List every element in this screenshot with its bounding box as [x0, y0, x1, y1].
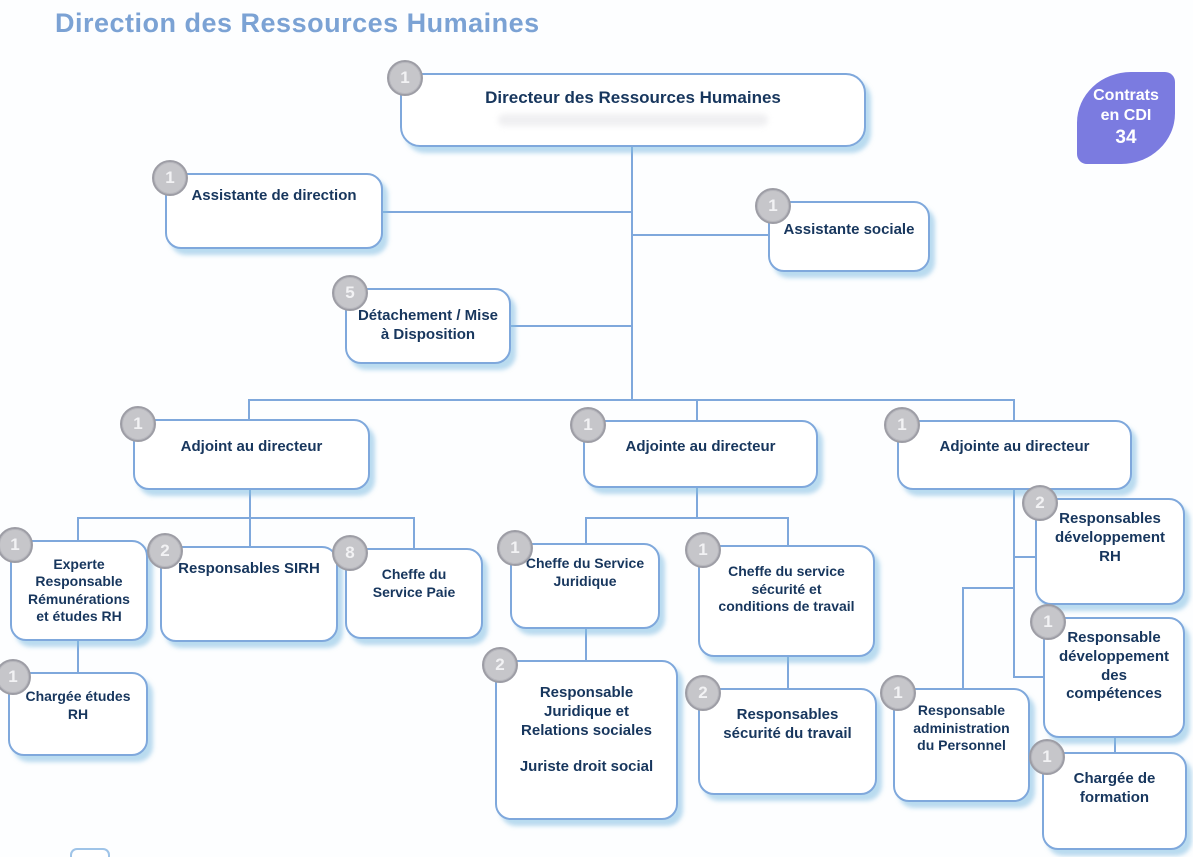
node-label-detachement: Détachement / Mise à Disposition [357, 307, 499, 343]
headcount-badge-detachement: 5 [332, 275, 368, 311]
node-label-assistante-sociale: Assistante sociale [783, 221, 915, 238]
node-label-adjoint-1: Adjoint au directeur [180, 438, 323, 455]
connector-stub-juridique [585, 517, 587, 543]
node-label-dev-rh: Responsables développement RH [1054, 510, 1166, 565]
node-label-paie: Cheffe du Service Paie [372, 566, 456, 600]
connector-left-rail [77, 517, 415, 519]
headcount-badge-dev-competences: 1 [1030, 604, 1066, 640]
connector-branch-admin-h [962, 587, 1015, 589]
node-cheffe-securite: 1 Cheffe du service sécurité et conditio… [685, 532, 875, 657]
connector-stub-sirh [249, 517, 251, 546]
node-directeur: 1 Directeur des Ressources Humaines [387, 60, 866, 147]
connector-securite-drop [787, 657, 789, 688]
node-label-resp-juridique: Responsable Juridique et Relations socia… [521, 684, 652, 739]
connector-trunk [631, 147, 633, 400]
node-adjoint-2: 1 Adjointe au directeur [570, 407, 818, 488]
connector-stub-adjoint-1 [248, 399, 250, 419]
headcount-badge-directeur: 1 [387, 60, 423, 96]
connector-branch-admin-v [962, 587, 964, 688]
node-adjoint-1: 1 Adjoint au directeur [120, 406, 370, 490]
connector-stub-experte [77, 517, 79, 540]
node-responsables-sirh: 2 Responsables SIRH [147, 533, 338, 642]
node-assistante-sociale: 1 Assistante sociale [755, 188, 930, 272]
node-label-juridique: Cheffe du Service Juridique [525, 555, 645, 589]
headcount-badge-resp-securite: 2 [685, 675, 721, 711]
connector-assistante-sociale [632, 234, 768, 236]
node-cheffe-paie: 8 Cheffe du Service Paie [332, 535, 483, 639]
cdi-label-line2: en CDI [1100, 106, 1152, 124]
connector-stub-paie [413, 517, 415, 548]
cdi-count: 34 [1115, 126, 1137, 148]
node-resp-dev-competences: 1 Responsable développement des compéten… [1030, 604, 1185, 738]
headcount-badge-juridique: 1 [497, 530, 533, 566]
connector-stub-adjoint-2 [696, 399, 698, 420]
connector-stub-adjoint-3 [1013, 399, 1015, 420]
node-detachement: 5 Détachement / Mise à Disposition [332, 275, 511, 364]
headcount-badge-adjoint-1: 1 [120, 406, 156, 442]
node-label-directeur: Directeur des Ressources Humaines [485, 88, 781, 107]
connector-main-rail [248, 399, 1014, 401]
node-experte-remunerations: 1 Experte Responsable Rémunérations et é… [0, 527, 148, 641]
node-cheffe-juridique: 1 Cheffe du Service Juridique [497, 530, 660, 629]
connector-adjoint3-drop [1013, 490, 1015, 678]
node-label-adjoint-3: Adjointe au directeur [939, 438, 1090, 455]
node-label-securite: Cheffe du service sécurité et conditions… [718, 563, 855, 614]
node-chargee-formation: 1 Chargée de formation [1029, 739, 1187, 850]
connector-branch-dev-rh [1013, 556, 1037, 558]
connector-stub-securite [787, 517, 789, 545]
node-resp-admin-personnel: 1 Responsable administration du Personne… [880, 675, 1030, 802]
headcount-badge-paie: 8 [332, 535, 368, 571]
headcount-badge-adjoint-3: 1 [884, 407, 920, 443]
node-assistante-direction: 1 Assistante de direction [152, 160, 383, 249]
connector-detachement [511, 325, 632, 327]
contracts-cdi-badge: Contrats en CDI 34 [1077, 72, 1175, 164]
node-adjoint-3: 1 Adjointe au directeur [884, 407, 1132, 490]
connector-experte-etudes [77, 641, 79, 672]
node-label-juriste-droit-social: Juriste droit social [519, 758, 654, 776]
headcount-badge-resp-juridique: 2 [482, 647, 518, 683]
headcount-badge-chargee-etudes: 1 [0, 659, 31, 695]
connector-assistante-direction [383, 211, 632, 213]
node-resp-securite: 2 Responsables sécurité du travail [685, 675, 877, 795]
node-label-dev-competences: Responsable développement des compétence… [1058, 629, 1170, 703]
page-title: Direction des Ressources Humaines [55, 8, 540, 38]
headcount-badge-assistante-sociale: 1 [755, 188, 791, 224]
node-label-experte: Experte Responsable Rémunérations et étu… [28, 555, 130, 625]
node-label-adjoint-2: Adjointe au directeur [625, 438, 776, 455]
headcount-badge-securite: 1 [685, 532, 721, 568]
node-label-formation: Chargée de formation [1073, 770, 1156, 806]
node-label-admin-personnel: Responsable administration du Personnel [913, 702, 1010, 753]
headcount-badge-admin-personnel: 1 [880, 675, 916, 711]
connector-adjoint1-drop [249, 490, 251, 518]
headcount-badge-sirh: 2 [147, 533, 183, 569]
connector-mid-rail [585, 517, 789, 519]
headcount-badge-formation: 1 [1029, 739, 1065, 775]
connector-branch-competences [1013, 676, 1045, 678]
node-resp-dev-rh: 2 Responsables développement RH [1022, 485, 1185, 605]
node-label-resp-securite: Responsables sécurité du travail [723, 706, 852, 742]
headcount-badge-assistante-direction: 1 [152, 160, 188, 196]
headcount-badge-adjoint-2: 1 [570, 407, 606, 443]
headcount-badge-dev-rh: 2 [1022, 485, 1058, 521]
node-label-chargee-etudes: Chargée études RH [25, 688, 131, 722]
node-resp-juridique: 2 Responsable Juridique et Relations soc… [482, 647, 678, 820]
redacted-name [498, 114, 768, 127]
cdi-label-line1: Contrats [1093, 87, 1159, 105]
headcount-badge-experte: 1 [0, 527, 33, 563]
connector-juridique-drop [585, 629, 587, 660]
node-chargee-etudes: 1 Chargée études RH [0, 659, 148, 756]
cutoff-box-edge [70, 848, 110, 857]
connector-adjoint2-drop [696, 488, 698, 518]
connector-competences-formation [1114, 738, 1116, 754]
node-label-sirh: Responsables SIRH [178, 560, 320, 577]
node-label-assistante-direction: Assistante de direction [191, 187, 357, 204]
